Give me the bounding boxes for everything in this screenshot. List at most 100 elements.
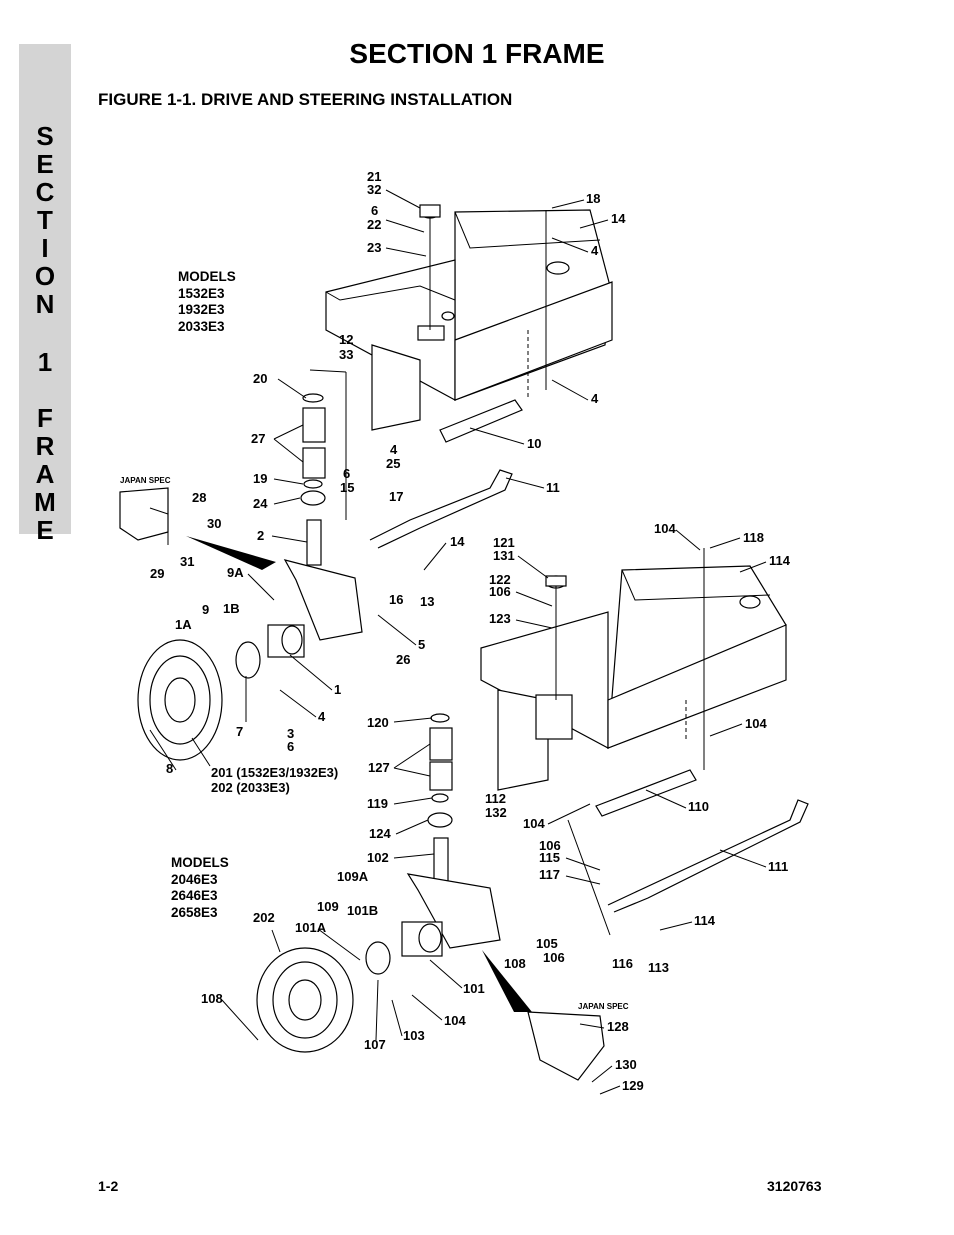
callout-label: 122 — [489, 572, 511, 587]
side-tab-letter: 1 — [37, 347, 53, 377]
side-tab-letter: F — [37, 403, 53, 433]
callout-label: 101 — [463, 981, 485, 996]
callout-label: 108 — [504, 956, 526, 971]
callout-label: 113 — [648, 960, 669, 975]
callout-label: 114 — [694, 913, 716, 928]
side-tab-letter: T — [37, 205, 53, 235]
spindle-bracket-upper — [283, 559, 363, 641]
callout-label: 109 — [317, 899, 339, 914]
callout-label: 119 — [367, 796, 388, 811]
callout-label: 2 — [257, 528, 264, 543]
models-label: MODELS — [171, 855, 229, 870]
callout-label: 29 — [150, 566, 164, 581]
pivot-housing-lower — [535, 694, 573, 740]
side-tab-letter: R — [35, 431, 55, 461]
tie-rod-lower — [607, 799, 809, 913]
models-label: MODELS — [178, 269, 236, 284]
callout-label: 5 — [418, 637, 425, 652]
callout-label: 103 — [403, 1028, 425, 1043]
lower-callout-labels: 104 118 121 131 114 122 106 123 104 120 … — [171, 521, 791, 1095]
callout-label: 105 — [536, 936, 558, 951]
callout-label: 16 — [389, 592, 403, 607]
callout-label: 13 — [420, 594, 434, 609]
callout-label: 7 — [236, 724, 243, 739]
callout-label: 27 — [251, 431, 265, 446]
callout-label: 17 — [389, 489, 403, 504]
callout-label: 108 — [201, 991, 223, 1006]
callout-label: 129 — [622, 1078, 644, 1093]
callout-label: 10 — [527, 436, 541, 451]
callout-label: 20 — [253, 371, 267, 386]
figure-title: FIGURE 1-1. DRIVE AND STEERING INSTALLAT… — [98, 90, 513, 109]
callout-label: 104 — [523, 816, 545, 831]
lower-frame-assembly — [480, 548, 809, 936]
japan-spec-label: JAPAN SPEC — [578, 1002, 629, 1011]
callout-label: 104 — [444, 1013, 466, 1028]
tie-rod-upper — [369, 469, 513, 549]
callout-label: 202 — [253, 910, 275, 925]
section-title: SECTION 1 FRAME — [349, 38, 605, 69]
callout-label: 118 — [743, 530, 764, 545]
callout-label: 1A — [175, 617, 192, 632]
japan-spec-bracket-upper — [119, 487, 276, 570]
callout-label: 31 — [180, 554, 194, 569]
callout-label: 6 — [343, 466, 350, 481]
callout-label: 28 — [192, 490, 206, 505]
upper-wheel-assembly — [137, 624, 305, 761]
upper-frame-assembly — [309, 204, 613, 549]
callout-label: 1 — [334, 682, 341, 697]
callout-label: 130 — [615, 1057, 637, 1072]
model-number: 2658E3 — [171, 905, 218, 920]
callout-label: 4 — [591, 243, 599, 258]
callout-label: 104 — [654, 521, 676, 536]
callout-label: 6 — [287, 739, 294, 754]
callout-label: 32 — [367, 182, 381, 197]
callout-label: 14 — [611, 211, 626, 226]
callout-label: 30 — [207, 516, 221, 531]
model-number: 2646E3 — [171, 888, 218, 903]
japan-spec-label: JAPAN SPEC — [120, 476, 171, 485]
section-side-tab: S E C T I O N 1 F R A M E — [19, 44, 71, 544]
side-tab-letter: A — [35, 459, 55, 489]
callout-label: 21 — [367, 169, 381, 184]
callout-label: 4 — [318, 709, 326, 724]
callout-label: 104 — [745, 716, 767, 731]
callout-label: 117 — [539, 867, 560, 882]
callout-label: 9A — [227, 565, 244, 580]
callout-label: 101B — [347, 903, 378, 918]
callout-label: 26 — [396, 652, 410, 667]
side-tab-letter: C — [35, 177, 55, 207]
callout-label: 127 — [368, 760, 390, 775]
callout-label: 4 — [390, 442, 398, 457]
callout-label: 18 — [586, 191, 600, 206]
callout-label: 112 — [485, 791, 506, 806]
callout-label: 102 — [367, 850, 389, 865]
callout-label: 131 — [493, 548, 515, 563]
callout-label: 12 — [339, 332, 353, 347]
callout-label: 19 — [253, 471, 267, 486]
callout-label: 8 — [166, 761, 173, 776]
callout-label: 202 (2033E3) — [211, 780, 290, 795]
callout-label: 124 — [369, 826, 391, 841]
callout-label: 3 — [287, 726, 294, 741]
callout-label: 110 — [688, 799, 709, 814]
callout-label: 106 — [539, 838, 561, 853]
callout-label: 1B — [223, 601, 240, 616]
callout-label: 201 (1532E3/1932E3) — [211, 765, 338, 780]
japan-spec-bracket-lower — [482, 950, 605, 1081]
callout-label: 120 — [367, 715, 389, 730]
model-number: 1532E3 — [178, 286, 225, 301]
callout-label: 106 — [543, 950, 565, 965]
callout-label: 106 — [489, 584, 511, 599]
callout-label: 115 — [539, 850, 560, 865]
side-tab-letter: E — [36, 515, 54, 545]
callout-label: 14 — [450, 534, 465, 549]
side-tab-letter: E — [36, 149, 54, 179]
callout-label: 107 — [364, 1037, 386, 1052]
upper-callout-labels: 21 32 6 22 23 18 14 4 12 33 4 20 27 19 2… — [120, 169, 626, 795]
page-number: 1-2 — [98, 1178, 119, 1194]
callout-label: 11 — [546, 480, 560, 495]
callout-label: 111 — [768, 859, 788, 874]
callout-label: 25 — [386, 456, 400, 471]
